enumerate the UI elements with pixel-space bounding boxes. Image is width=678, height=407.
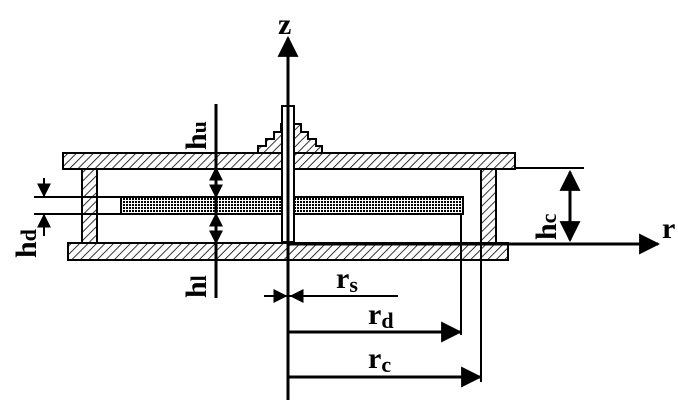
hl-label: hl bbox=[180, 275, 213, 298]
r-axis-label: r bbox=[662, 212, 675, 245]
hc-label: hc bbox=[530, 213, 563, 240]
z-axis-label: z bbox=[278, 8, 291, 41]
right-wall bbox=[480, 168, 497, 244]
rs-label: rs bbox=[336, 262, 358, 297]
hu-label: hu bbox=[180, 121, 213, 150]
left-wall bbox=[81, 168, 98, 244]
rc-label: rc bbox=[368, 342, 391, 377]
hd-label: hd bbox=[10, 229, 43, 258]
rd-label: rd bbox=[368, 298, 394, 333]
